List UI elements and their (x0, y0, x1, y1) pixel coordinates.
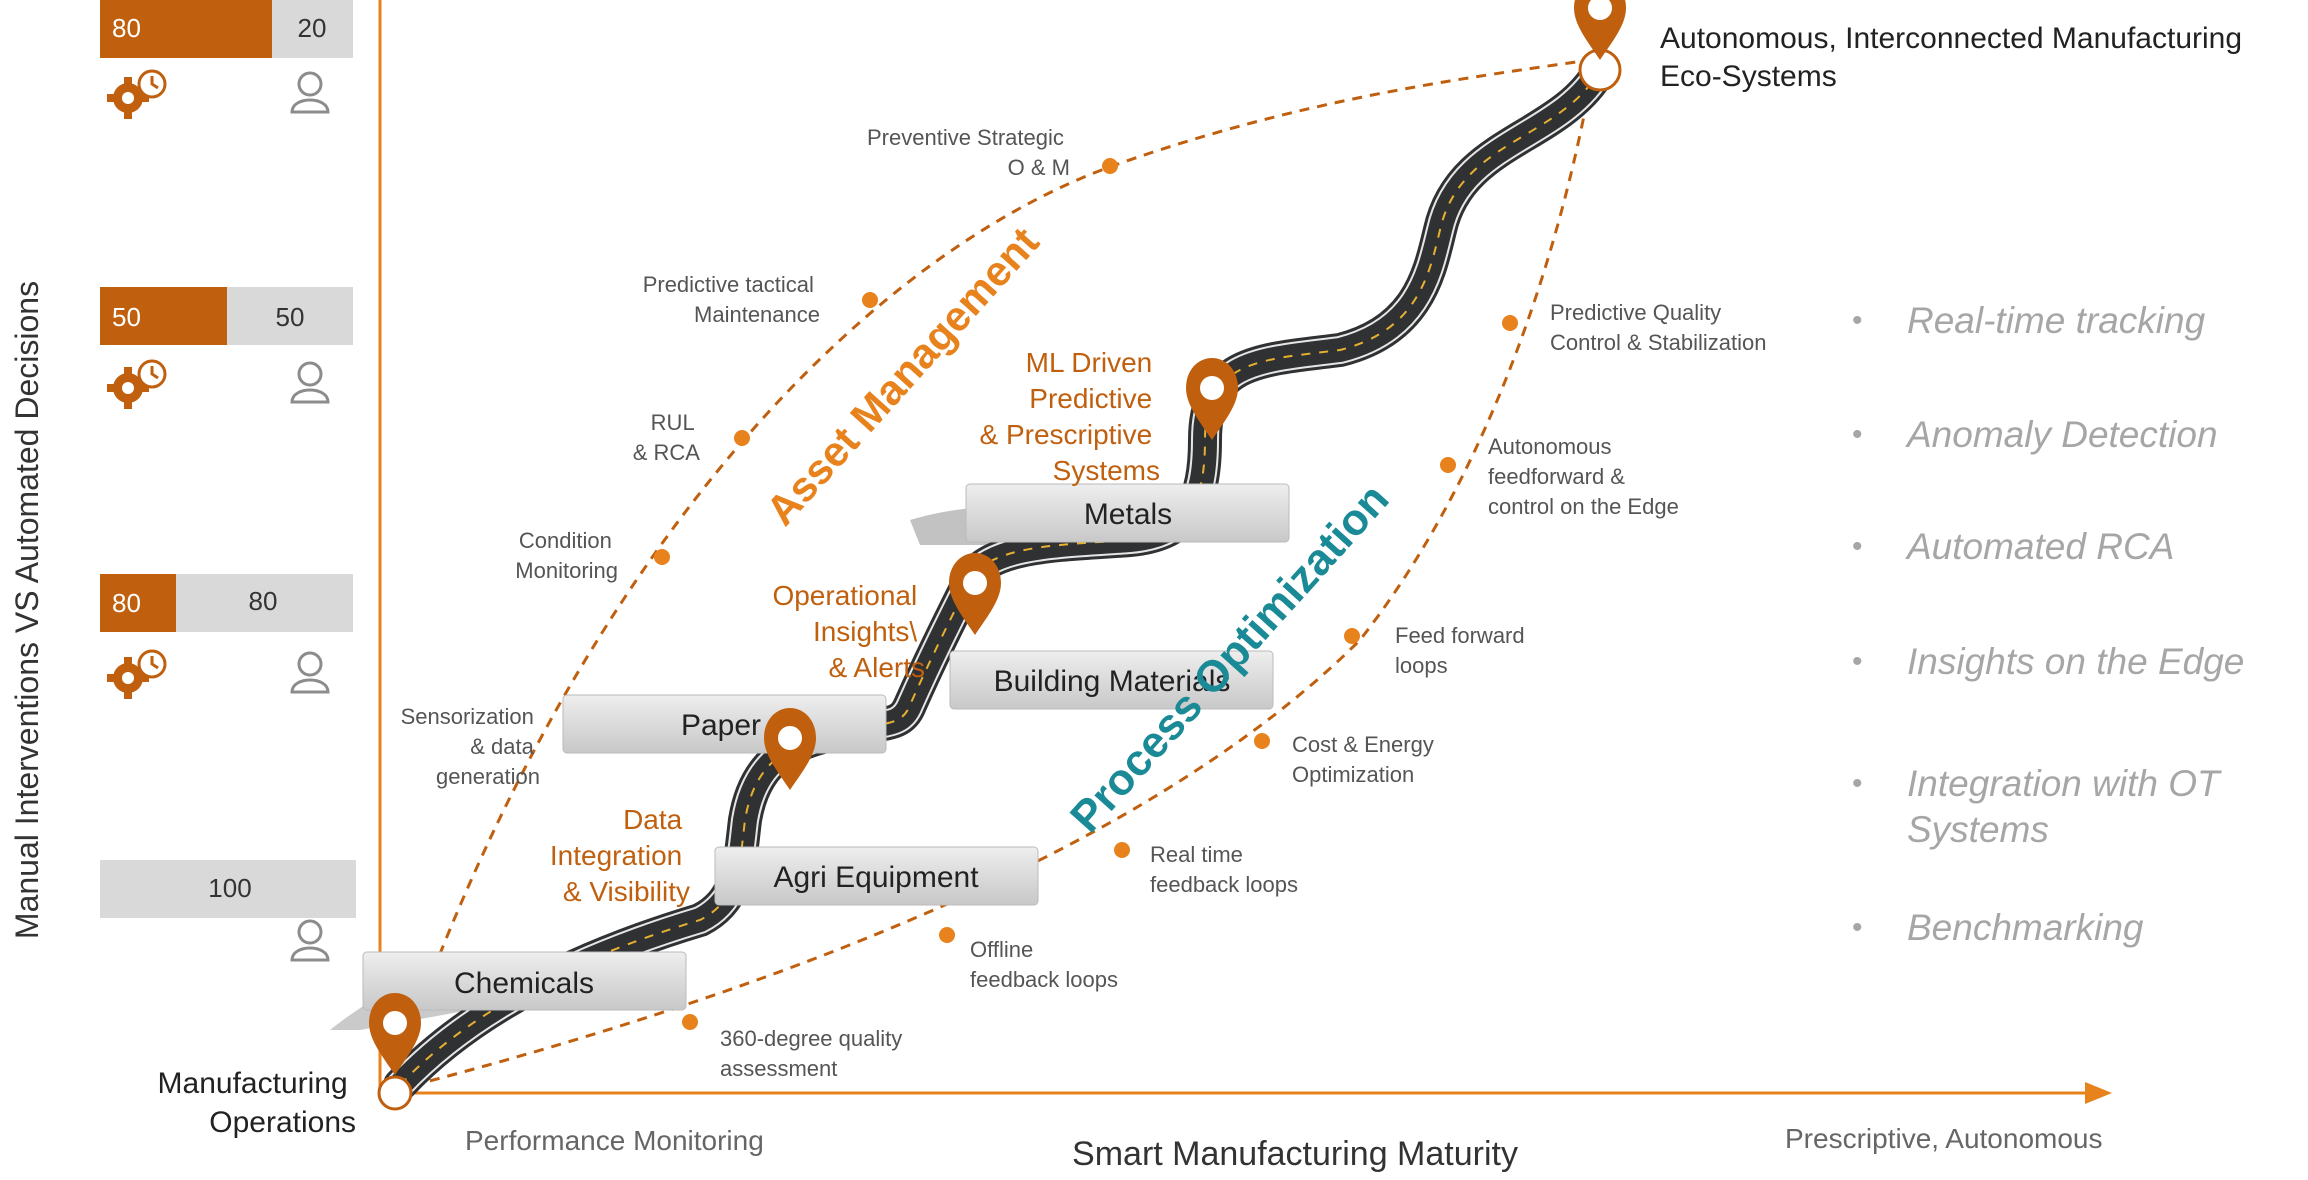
ratio-bar-2-manual-value: 50 (276, 302, 305, 332)
curve-dot (734, 430, 750, 446)
industry-label: Metals (1084, 498, 1172, 531)
curve-dot (862, 292, 878, 308)
process-optimization-curve (394, 84, 1592, 1092)
x-axis-right-label: Prescriptive, Autonomous (1785, 1123, 2103, 1154)
process-curve-dots (682, 315, 1518, 1030)
asset-curve-label: RUL & RCA (633, 410, 701, 465)
curve-dot (1254, 733, 1270, 749)
asset-management-curve (388, 58, 1591, 1091)
curve-dot (1114, 842, 1130, 858)
curve-dot (1502, 315, 1518, 331)
ratio-bar-1-automated-value: 80 (112, 13, 141, 43)
ratio-bar-3-automated-value: 80 (112, 588, 141, 618)
ratio-bar-4-manual (100, 860, 356, 918)
start-label: Manufacturing Operations (158, 1067, 356, 1139)
industry-boxes: Chemicals Agri Equipment Paper Building … (362, 483, 1290, 1011)
asset-curve-label: Predictive tactical Maintenance (643, 272, 820, 327)
map-pin-icon (949, 553, 1001, 635)
start-point (377, 1075, 413, 1111)
map-pin-icon (1574, 0, 1626, 60)
capability-item: Automated RCA (1905, 526, 2174, 567)
gear-clock-icon (107, 69, 167, 119)
map-pin-icon (369, 993, 421, 1075)
gear-clock-icon (107, 359, 167, 409)
bullet: • (1852, 911, 1863, 944)
industry-label: Agri Equipment (773, 861, 979, 894)
x-axis-label: Smart Manufacturing Maturity (1072, 1135, 1518, 1173)
road-milestone-label: Data Integration & Visibility (550, 804, 690, 907)
person-icon (290, 651, 330, 694)
x-axis-left-label: Performance Monitoring (465, 1125, 764, 1156)
ratio-bar-3-manual-value: 80 (249, 586, 278, 616)
end-label: Autonomous, Interconnected Manufacturing… (1660, 22, 2250, 93)
industry-label: Paper (681, 709, 761, 742)
industry-box-building (949, 650, 1274, 710)
process-curve-label: Cost & Energy Optimization (1292, 732, 1440, 787)
process-curve-label: Offline feedback loops (970, 937, 1118, 992)
process-curve-label: Feed forward loops (1395, 623, 1531, 678)
curve-dot (654, 549, 670, 565)
capability-item: Anomaly Detection (1905, 414, 2218, 455)
map-pin-icon (1186, 358, 1238, 440)
industry-box-agri (714, 846, 1039, 906)
curve-dot (682, 1014, 698, 1030)
process-curve-label: Predictive Quality Control & Stabilizati… (1550, 300, 1766, 355)
ratio-bars: 80 20 50 50 80 80 100 (100, 0, 356, 918)
curve-dot (939, 927, 955, 943)
axis-arrow-icon (2085, 1082, 2112, 1104)
road-milestone-label: ML Driven Predictive & Prescriptive Syst… (980, 347, 1161, 486)
asset-curve-label: Sensorization & data generation (401, 704, 540, 789)
process-curve-label: Real time feedback loops (1150, 842, 1298, 897)
person-icon (290, 71, 330, 114)
y-axis-label: Manual Interventions VS Automated Decisi… (9, 281, 45, 939)
capability-item: Insights on the Edge (1907, 641, 2244, 682)
process-curve-label: Autonomous feedforward & control on the … (1488, 434, 1679, 519)
ratio-bar-1-automated (100, 0, 272, 58)
curve-dot (1440, 457, 1456, 473)
capability-item: Integration with OT Systems (1907, 763, 2230, 850)
ratio-bar-1-manual-value: 20 (298, 13, 327, 43)
ratio-bar-2-automated-value: 50 (112, 302, 141, 332)
industry-label: Chemicals (454, 967, 594, 1000)
ratio-bar-4-manual-value: 100 (208, 873, 251, 903)
asset-curve-label: Preventive Strategic O & M (867, 125, 1070, 180)
map-pin-icon (764, 708, 816, 790)
curve-dot (1344, 628, 1360, 644)
bullet: • (1852, 418, 1863, 451)
capability-item: Benchmarking (1907, 907, 2144, 948)
bullet: • (1852, 304, 1863, 337)
bullet: • (1852, 645, 1863, 678)
ratio-bar-2-automated (100, 287, 227, 345)
box-shadows (330, 506, 1030, 1030)
curve-dot (1102, 158, 1118, 174)
industry-label: Building Materials (994, 665, 1231, 698)
asset-curve-label: Condition Monitoring (515, 528, 618, 583)
gear-clock-icon (107, 649, 167, 699)
bullet: • (1852, 767, 1863, 800)
industry-box-metals (965, 483, 1290, 543)
industry-box-chemicals (362, 951, 687, 1011)
road-milestone-label: Operational Insights\ & Alerts (772, 580, 925, 683)
ratio-bar-3-automated (100, 574, 176, 632)
capability-item: Real-time tracking (1907, 300, 2206, 341)
process-curve-label: 360-degree quality assessment (720, 1026, 908, 1081)
capabilities-list: • Real-time tracking • Anomaly Detection… (1852, 300, 2244, 948)
bullet: • (1852, 530, 1863, 563)
person-icon (290, 919, 330, 962)
person-icon (290, 361, 330, 404)
